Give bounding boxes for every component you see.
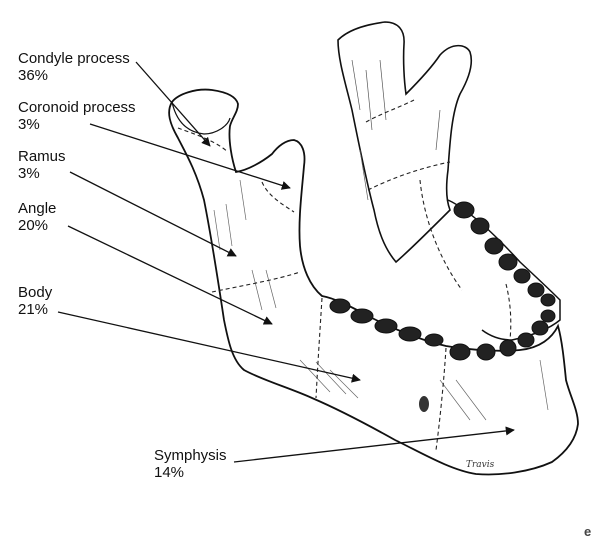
label-symphysis: Symphysis 14%: [154, 447, 227, 481]
label-coronoid-process-name: Coronoid process: [18, 99, 136, 116]
far-ramus-shading: [351, 59, 441, 201]
label-body: Body 21%: [18, 284, 52, 318]
far-ramus-outline: [337, 21, 473, 264]
arrow-symphysis: [233, 426, 515, 463]
near-shading: [213, 179, 549, 421]
label-body-name: Body: [18, 284, 53, 301]
fracture-lines: [177, 99, 512, 451]
label-coronoid-process-pct: 3%: [18, 116, 40, 133]
far-body-outline: [447, 199, 561, 341]
arrow-ramus: [69, 171, 237, 257]
label-angle-pct: 20%: [18, 217, 49, 234]
label-ramus-name: Ramus: [18, 148, 66, 165]
corner-logo-mark: e: [584, 524, 592, 539]
leader-arrows: [57, 61, 515, 463]
arrow-body: [57, 311, 361, 383]
label-body-pct: 21%: [18, 301, 49, 318]
label-condyle-process-pct: 36%: [18, 67, 49, 84]
mental-foramen: [419, 396, 429, 412]
label-condyle-process-name: Condyle process: [18, 50, 130, 67]
label-condyle-process: Condyle process 36%: [18, 50, 130, 84]
arrow-angle: [67, 225, 273, 325]
label-ramus-pct: 3%: [18, 165, 40, 182]
label-angle: Angle 20%: [18, 200, 56, 234]
label-coronoid-process: Coronoid process 3%: [18, 99, 136, 133]
near-mandible-outline: [168, 88, 579, 476]
arrow-coronoid-process: [89, 123, 291, 190]
arrow-condyle-process: [135, 61, 211, 147]
label-angle-name: Angle: [18, 200, 57, 217]
teeth-row: [329, 201, 556, 361]
label-symphysis-name: Symphysis: [154, 447, 227, 464]
label-ramus: Ramus 3%: [18, 148, 66, 182]
label-symphysis-pct: 14%: [154, 464, 185, 481]
condyle-head: [171, 101, 231, 135]
artist-signature: Travis: [466, 460, 495, 470]
